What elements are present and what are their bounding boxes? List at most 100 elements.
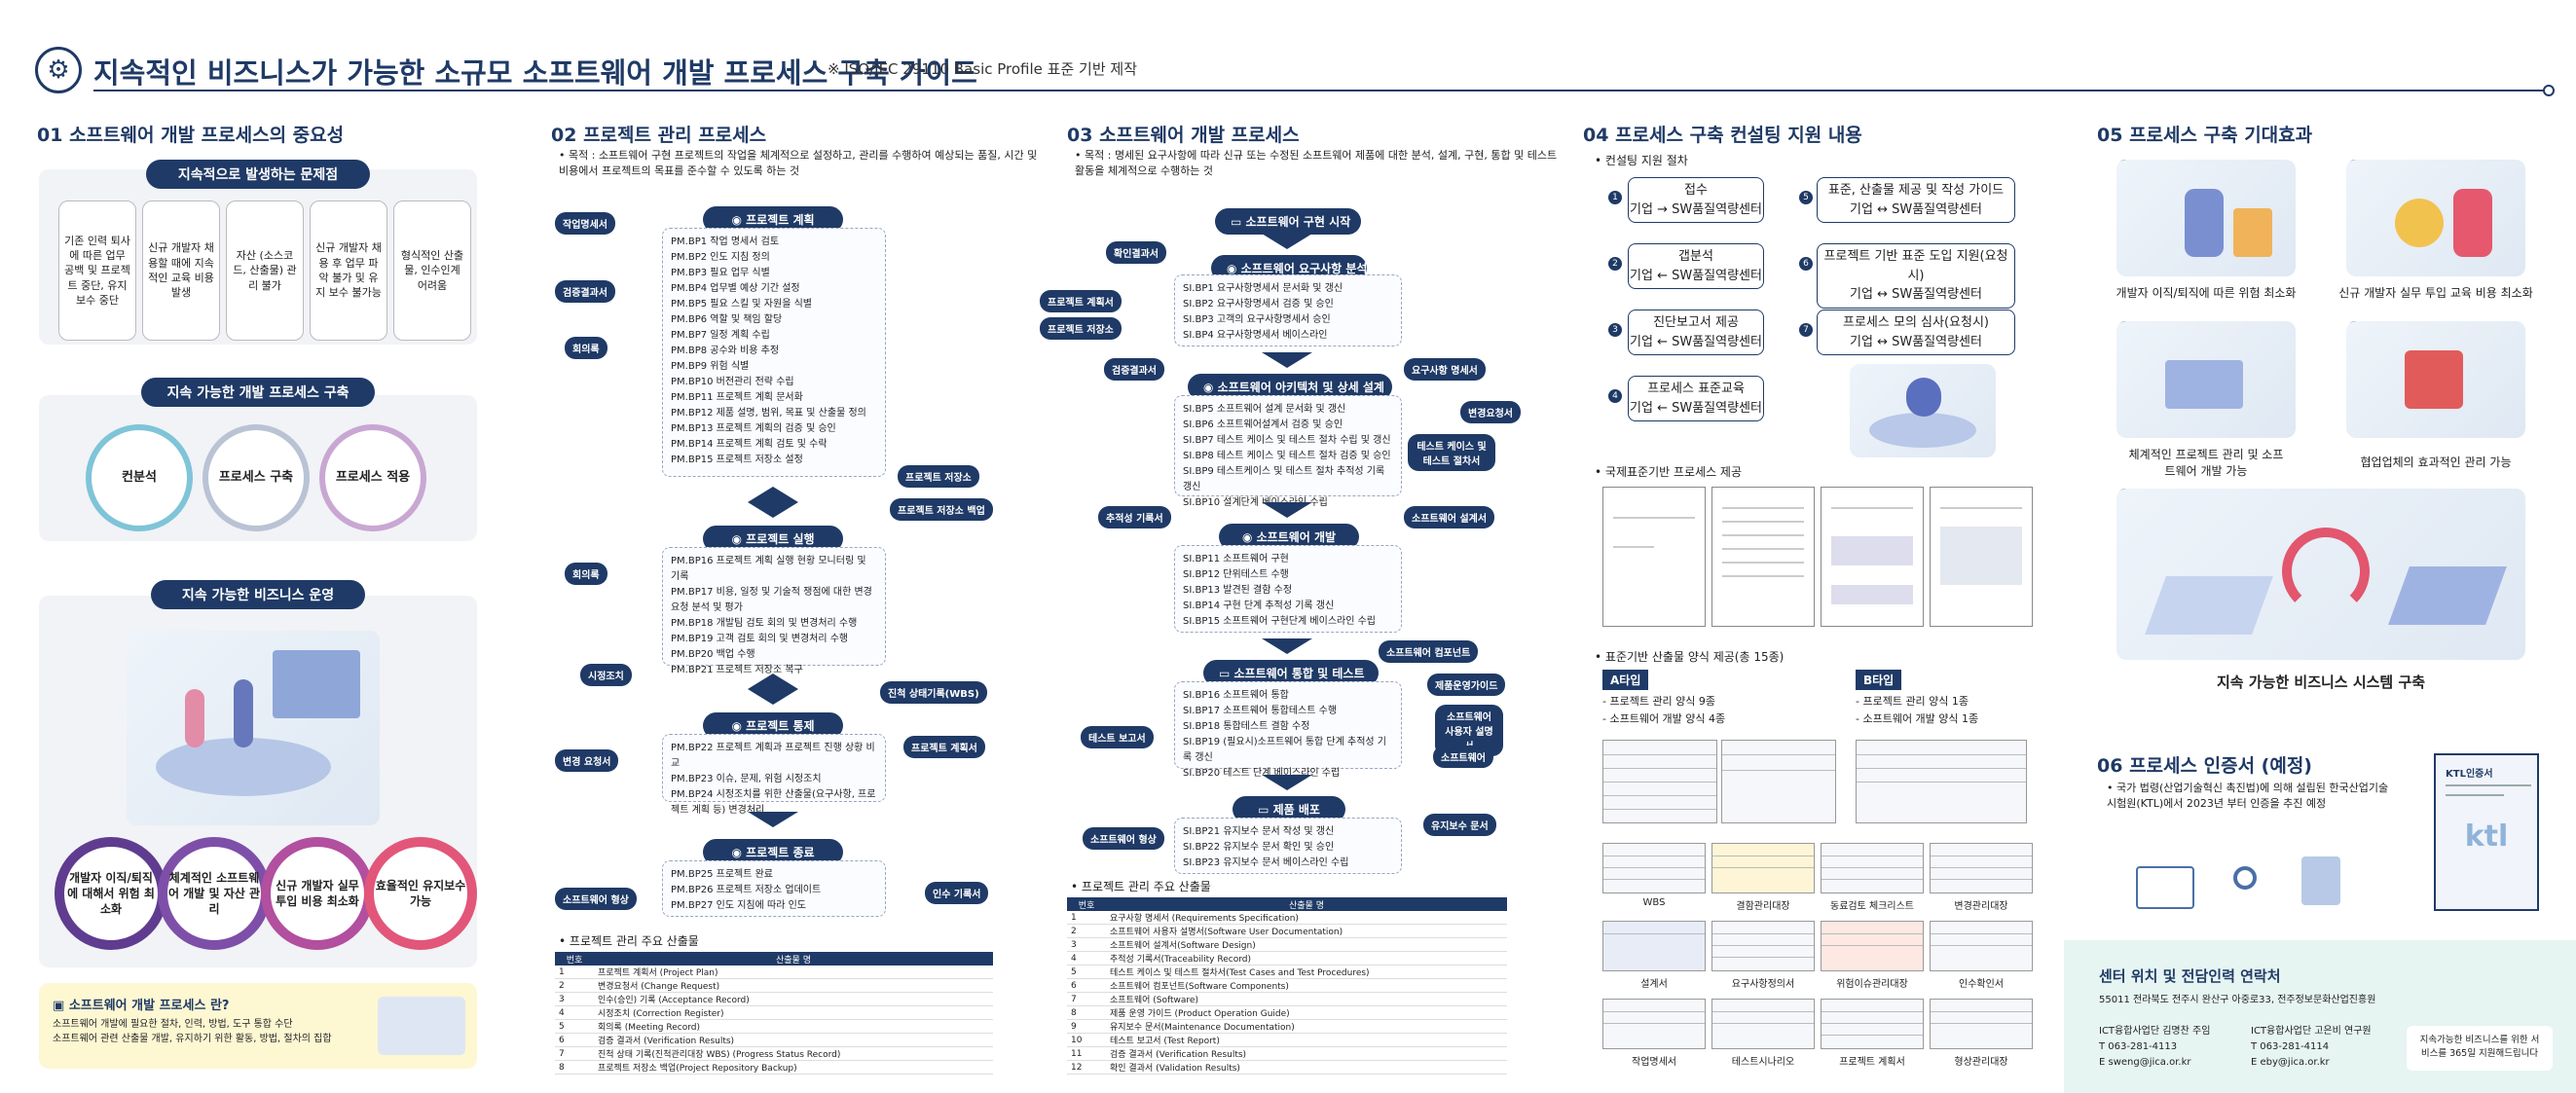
artifact-tag: 회의록 [565,563,607,585]
contact-address: 55011 전라북도 전주시 완산구 아중로33, 전주정보문화산업진흥원 [2099,995,2376,1005]
standard-document-thumb [1602,487,1706,627]
table-title: • 프로젝트 관리 주요 산출물 [1071,880,1211,893]
section-3-purpose: • 목적 : 명세된 요구사항에 따라 신규 또는 수정된 소프트웨어 제품에 … [1075,149,1558,177]
form-caption: WBS [1642,897,1666,908]
system-illustration [2116,489,2525,660]
form-thumb [1711,921,1815,971]
problems-label: 지속적으로 발생하는 문제점 [146,160,370,189]
standard-document-thumb [1711,487,1815,627]
consulting-step: 프로세스 모의 심사(요청시)기업 ↔ SW품질역량센터 [1817,310,2015,355]
form-thumb [1930,843,2033,893]
form-thumb [1711,843,1815,893]
consulting-procedure-title: • 컨설팅 지원 절차 [1595,154,1688,167]
problem-card: 기존 인력 퇴사에 따른 업무 공백 및 프로젝트 중단, 유지보수 중단 [58,200,136,341]
section-4-title: 04 프로세스 구축 컨설팅 지원 내용 [1583,125,1862,146]
effect-illustration [2346,321,2525,438]
artifact-tag: 테스트 보고서 [1081,726,1154,748]
effect-caption: 체계적인 프로젝트 관리 및 소프트웨어 개발 가능 [2128,448,2284,478]
form-thumb [1821,843,1924,893]
form-caption: 인수확인서 [1959,979,2004,990]
problem-card: 신규 개발자 채용 후 업무 파악 불가 및 유지 보수 불가능 [310,200,387,341]
team-meeting-illustration [127,631,380,825]
section-5-title: 05 프로세스 구축 기대효과 [2097,125,2313,146]
note-text: 소프트웨어 개발에 필요한 절차, 인력, 방법, 도구 통합 수단 소프트웨어… [53,1019,332,1044]
form-caption: 위험이슈관리대장 [1836,979,1908,990]
certification-text: • 국가 법령(산업기술혁신 촉진법)에 의해 설립된 한국산업기술 시험원(K… [2107,782,2389,810]
consultant-illustration [1850,364,1996,457]
standard-document-thumb [1821,487,1924,627]
problem-card: 자산 (소스코드, 산출물) 관리 불가 [226,200,304,341]
phase-start: ▭ 소프트웨어 구현 시작 [1215,208,1361,235]
contact-panel: 센터 위치 및 전담인력 연락처 55011 전라북도 전주시 완산구 아중로3… [2064,940,2576,1093]
artifact-tag: 회의록 [565,337,607,359]
artifact-tag: 유지보수 문서 [1423,814,1496,836]
benefit-circle: 신규 개발자 실무 투입 비용 최소화 [261,837,374,950]
phase-execute: ◉ 프로젝트 실행 [703,526,843,552]
type-a-lines: - 프로젝트 관리 양식 9종- 소프트웨어 개발 양식 4종 [1602,695,1726,725]
form-thumb [1602,740,1717,823]
section-1-title: 01 소프트웨어 개발 프로세스의 중요성 [37,125,345,146]
arrow-down [748,689,798,705]
benefit-circle: 효율적인 유지보수 가능 [364,837,477,950]
form-caption: 요구사항정의서 [1731,979,1795,990]
step-number: 7 [1799,323,1813,337]
form-thumb [1930,921,2033,971]
effect-caption: 개발자 이직/퇴직에 따른 위험 최소화 [2116,286,2297,300]
step-number: 4 [1608,389,1622,403]
page-title: 지속적인 비즈니스가 가능한 소규모 소프트웨어 개발 프로세스 구축 가이드 [93,56,977,90]
system-label: 지속 가능한 비즈니스 시스템 구축 [2216,674,2426,691]
form-caption: 동료검토 체크리스트 [1830,901,1914,912]
support-badge: 지속가능한 비즈니스를 위한 서비스를 365일 지원해드립니다 [2407,1026,2553,1071]
artifact-tag: 소프트웨어 형상 [555,888,637,910]
arrow-down [748,502,798,518]
step-number: 5 [1799,191,1813,204]
business-label: 지속 가능한 비즈니스 운영 [151,580,365,609]
effect-caption: 협업업체의 효과적인 관리 가능 [2360,455,2512,469]
type-a-badge: A타입 [1602,670,1649,690]
form-caption: 형상관리대장 [1954,1057,2008,1068]
artifact-tag: 진척 상태기록(WBS) [880,681,987,704]
page-header: ⚙ 지속적인 비즈니스가 가능한 소규모 소프트웨어 개발 프로세스 구축 가이… [29,37,2555,96]
certificate-title: KTL인증서 [2446,769,2493,780]
form-caption: 결함관리대장 [1736,901,1790,912]
arrow-down [1262,502,1312,518]
artifact-tag: 소프트웨어 컴포넌트 [1379,640,1479,663]
note-title: ▣ 소프트웨어 개발 프로세스 란? [53,999,230,1013]
process-label: 지속 가능한 개발 프로세스 구축 [141,378,375,407]
section-2-title: 02 프로젝트 관리 프로세스 [551,125,767,146]
artifact-tag: 작업명세서 [555,212,615,235]
artifact-tag: 소프트웨어 설계서 [1404,506,1495,528]
certificate-logo: ktl [2464,820,2509,854]
artifact-tag: 변경 요청서 [555,749,619,772]
artifact-tag: 프로젝트 계획서 [903,736,985,758]
section-6-title: 06 프로세스 인증서 (예정) [2097,755,2312,777]
arrow-down [1262,775,1312,790]
form-caption: 테스트시나리오 [1731,1057,1795,1068]
form-thumb [1856,740,2027,823]
